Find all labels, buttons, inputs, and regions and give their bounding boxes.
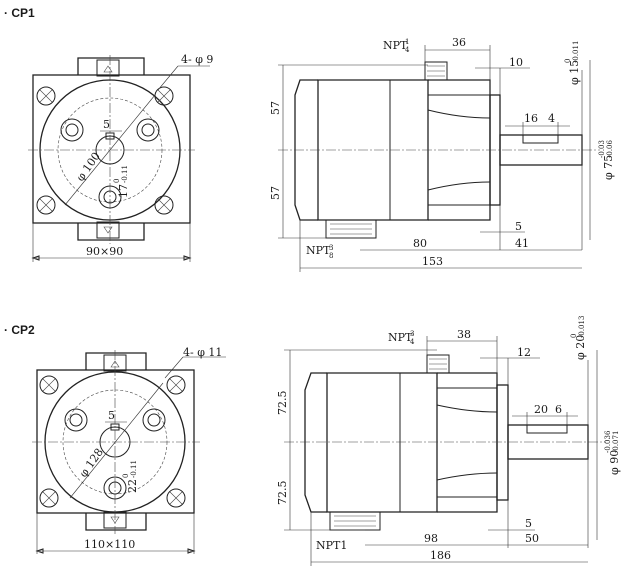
cp2-npt-bot: NPT1 [316,539,347,552]
cp1-keyh-label: 17 [117,184,130,198]
cp2-dim-12: 12 [517,346,531,359]
cp1-keyh-lo: -0.11 [121,165,129,183]
section-title-cp1: · CP1 [4,6,35,20]
cp1-holes-label: 4- φ 9 [181,53,213,66]
cp2-body [326,372,438,513]
cp1-top-port [424,61,448,81]
cp2-npt-top: NPT [388,331,413,344]
cp1-npt-top: NPT [383,39,408,52]
cp2-shaft-dim: φ 20 0 -0.013 [570,316,587,360]
cp2-dim-186: 186 [430,549,451,562]
cp2-shaft-up: 0 [570,334,578,338]
cp1-npt-bot-num: 3 [329,244,333,252]
cp1-shaft-dim: φ 15 0 -0.011 [564,41,581,85]
cp1-keyh-group: 17 0 -0.11 [113,165,130,198]
cp2-pilot-dim: φ 90 -0.036 -0.071 [604,430,621,475]
cp1-dim-5: 5 [515,220,522,233]
cp1-dim-4: 4 [548,112,555,125]
cp1-npt-bot: NPT [306,244,331,257]
cp2-holes-label: 4- φ 11 [183,346,222,359]
cp2-shaft-label: φ 20 [574,335,587,360]
cp2-dim-6: 6 [555,403,562,416]
cp1-dim-80: 80 [413,237,427,250]
cp1-size-label: 90×90 [86,245,123,258]
cp2-dim-20: 20 [534,403,548,416]
cp1-dim-16: 16 [524,112,538,125]
cp1-key-label: 5 [103,118,110,131]
cp2-side-view [284,336,606,566]
cp2-keyh-group: 22 0 -0.11 [122,460,139,493]
cp2-dim-38: 38 [457,328,471,341]
cp1-pilot-label: φ 75 [602,155,615,180]
cp1-shaft-label: φ 15 [568,60,581,85]
cp2-dim-5: 5 [525,517,532,530]
cp1-pilot-dim: φ 75 -0.03 -0.06 [598,140,615,180]
cp2-pcd-label: φ 128 [77,446,106,480]
cp2-npt-top-den: 4 [410,338,415,346]
cp2-pilot-up: -0.036 [604,430,612,453]
cp2-dim-98: 98 [424,532,438,545]
cp1-shaft-up: 0 [564,59,572,63]
cp2-flange-outline [36,369,195,514]
cp2-top-tab [85,352,147,370]
cp1-flange-outline [32,74,191,224]
cp2-mount-holes [39,375,186,508]
cp2-pilot-label: φ 90 [608,450,621,475]
cp2-size-label: 110×110 [84,538,135,551]
cp1-npt-top-den: 4 [405,46,410,54]
cp2-keyh-up: 0 [122,474,130,478]
cp1-top-tab [77,57,145,75]
section-title-cp2: · CP2 [4,323,35,337]
cp2-shaft-lo: -0.013 [578,316,586,338]
cp2-front-view [32,350,226,554]
cp1-pilot-up: -0.03 [598,140,606,158]
cp1-npt-top-num: 1 [405,38,409,46]
cp2-top-port [426,354,450,374]
cp1-mount-holes [36,86,174,215]
cp2-dim-50: 50 [525,532,539,545]
cp1-side-view [278,45,600,272]
cp1-npt-bot-den: 8 [329,252,333,260]
cp2-pilot-lo: -0.071 [612,431,620,453]
cp1-front-view [28,55,210,262]
cp1-shaft-lo: -0.011 [572,41,580,63]
cp2-keyh-label: 22 [126,479,139,493]
cp1-dim-41: 41 [515,237,529,250]
cp1-dim-10: 10 [509,56,523,69]
cp2-key-label: 5 [108,409,115,422]
cp1-dim-57b: 57 [269,186,282,200]
cp2-npt-top-num: 3 [410,330,414,338]
cp1-dim-153: 153 [422,255,443,268]
cp1-pilot-lo: -0.06 [606,140,614,158]
cp2-dim-72a: 72.5 [276,391,289,416]
cp1-bottom-tab [77,223,145,241]
cp2-dim-72b: 72.5 [276,481,289,506]
cp1-dim-57a: 57 [269,101,282,115]
cp2-bottom-tab [85,513,147,531]
cp1-keyh-up: 0 [113,179,121,183]
cp2-rear-cap [304,372,327,513]
cp2-keyh-lo: -0.11 [130,460,138,478]
cp1-dim-36: 36 [452,36,466,49]
